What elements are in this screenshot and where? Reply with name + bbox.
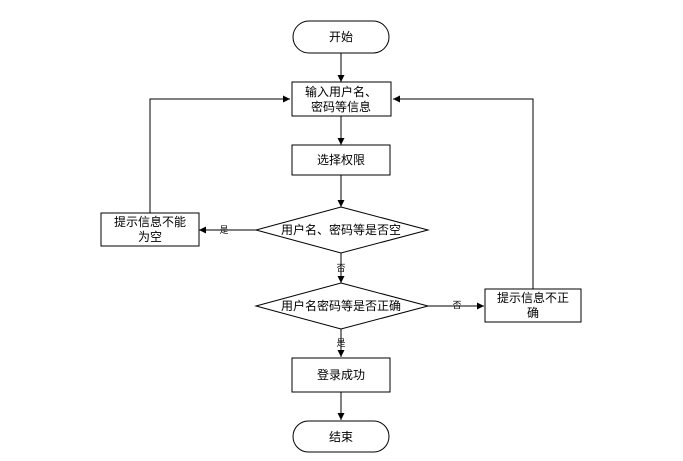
input-info-label-line2: 密码等信息 [311, 99, 371, 114]
start-label: 开始 [329, 30, 353, 44]
incorrect-prompt-label-line1: 提示信息不正 [497, 290, 569, 305]
node-start: 开始 [292, 20, 390, 54]
node-empty-check: 用户名、密码等是否空 [254, 206, 430, 254]
end-terminator [292, 420, 390, 453]
node-correct-check: 用户名密码等是否正确 [254, 282, 430, 330]
select-permission-label: 选择权限 [317, 153, 365, 167]
correct-check-label: 用户名密码等是否正确 [281, 298, 401, 313]
edge-empty-prompt-back-to-input [149, 95, 290, 213]
edge-label-empty-yes: 是 [219, 225, 228, 236]
select-permission-box [291, 144, 391, 176]
node-select-permission: 选择权限 [291, 144, 391, 176]
edge-label-correct-no: 否 [452, 300, 461, 311]
login-success-box [291, 357, 391, 393]
connectors [149, 53, 534, 420]
edge-incorrect-prompt-back-to-input [393, 95, 534, 289]
login-success-label: 登录成功 [317, 367, 365, 382]
start-terminator [292, 20, 390, 54]
end-label: 结束 [329, 430, 353, 444]
correct-check-diamond [254, 282, 430, 330]
empty-prompt-box [100, 212, 200, 247]
node-empty-prompt: 提示信息不能 为空 [100, 212, 200, 247]
node-incorrect-prompt: 提示信息不正 确 [484, 288, 582, 323]
input-info-label-line1: 输入用户名、 [305, 84, 377, 99]
edge-label-correct-yes: 是 [336, 338, 345, 349]
empty-check-diamond [254, 206, 430, 254]
empty-prompt-label-line1: 提示信息不能 [114, 214, 186, 229]
incorrect-prompt-label-line2: 确 [527, 306, 539, 320]
node-login-success: 登录成功 [291, 357, 391, 393]
empty-prompt-label-line2: 为空 [138, 230, 162, 244]
node-input-info: 输入用户名、 密码等信息 [291, 81, 392, 117]
empty-check-label: 用户名、密码等是否空 [281, 222, 401, 237]
incorrect-prompt-box [484, 288, 582, 323]
input-info-box [291, 81, 392, 117]
edge-label-empty-no: 否 [336, 263, 345, 274]
node-end: 结束 [292, 420, 390, 453]
